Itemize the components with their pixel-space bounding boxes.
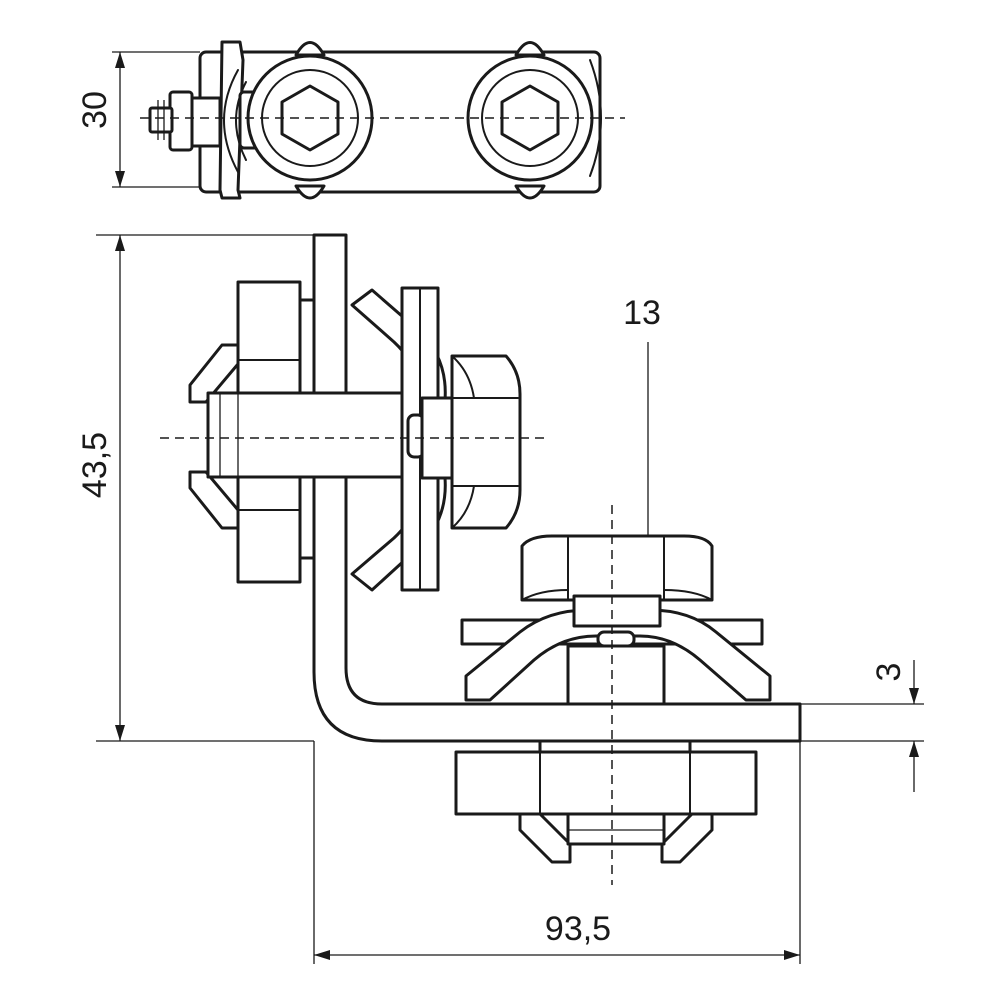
dimension-30: 30 <box>76 51 200 188</box>
dimension-13: 13 <box>623 294 661 536</box>
bolt-tip-right <box>566 812 666 846</box>
top-view <box>140 40 625 200</box>
dimension-43-5-label: 43,5 <box>76 432 114 498</box>
dimension-3-label: 3 <box>870 663 908 682</box>
round-nut-side-right <box>454 750 758 816</box>
claw-lower-a <box>518 812 572 864</box>
top-view-nut <box>190 96 222 148</box>
top-view-spring-washer <box>223 69 239 173</box>
top-view-clamp-plate <box>218 40 245 200</box>
dimension-93-5: 93,5 <box>313 741 801 964</box>
dimension-30-label: 30 <box>76 91 114 129</box>
claw-lower-left <box>188 470 240 530</box>
hex-nut-left <box>450 354 522 530</box>
dimension-43-5: 43,5 <box>76 234 314 742</box>
bolt-shank-right <box>566 644 666 706</box>
dimension-13-label: 13 <box>623 294 661 332</box>
top-view-bolt-tip <box>148 106 174 134</box>
claw-upper-left <box>188 343 240 404</box>
side-view <box>160 233 802 885</box>
bolt-shank-left <box>206 391 420 479</box>
saddle-washer-right <box>464 608 772 702</box>
dimension-93-5-label: 93,5 <box>545 910 611 948</box>
dimension-3: 3 <box>800 660 924 792</box>
claw-lower-b <box>660 812 714 864</box>
